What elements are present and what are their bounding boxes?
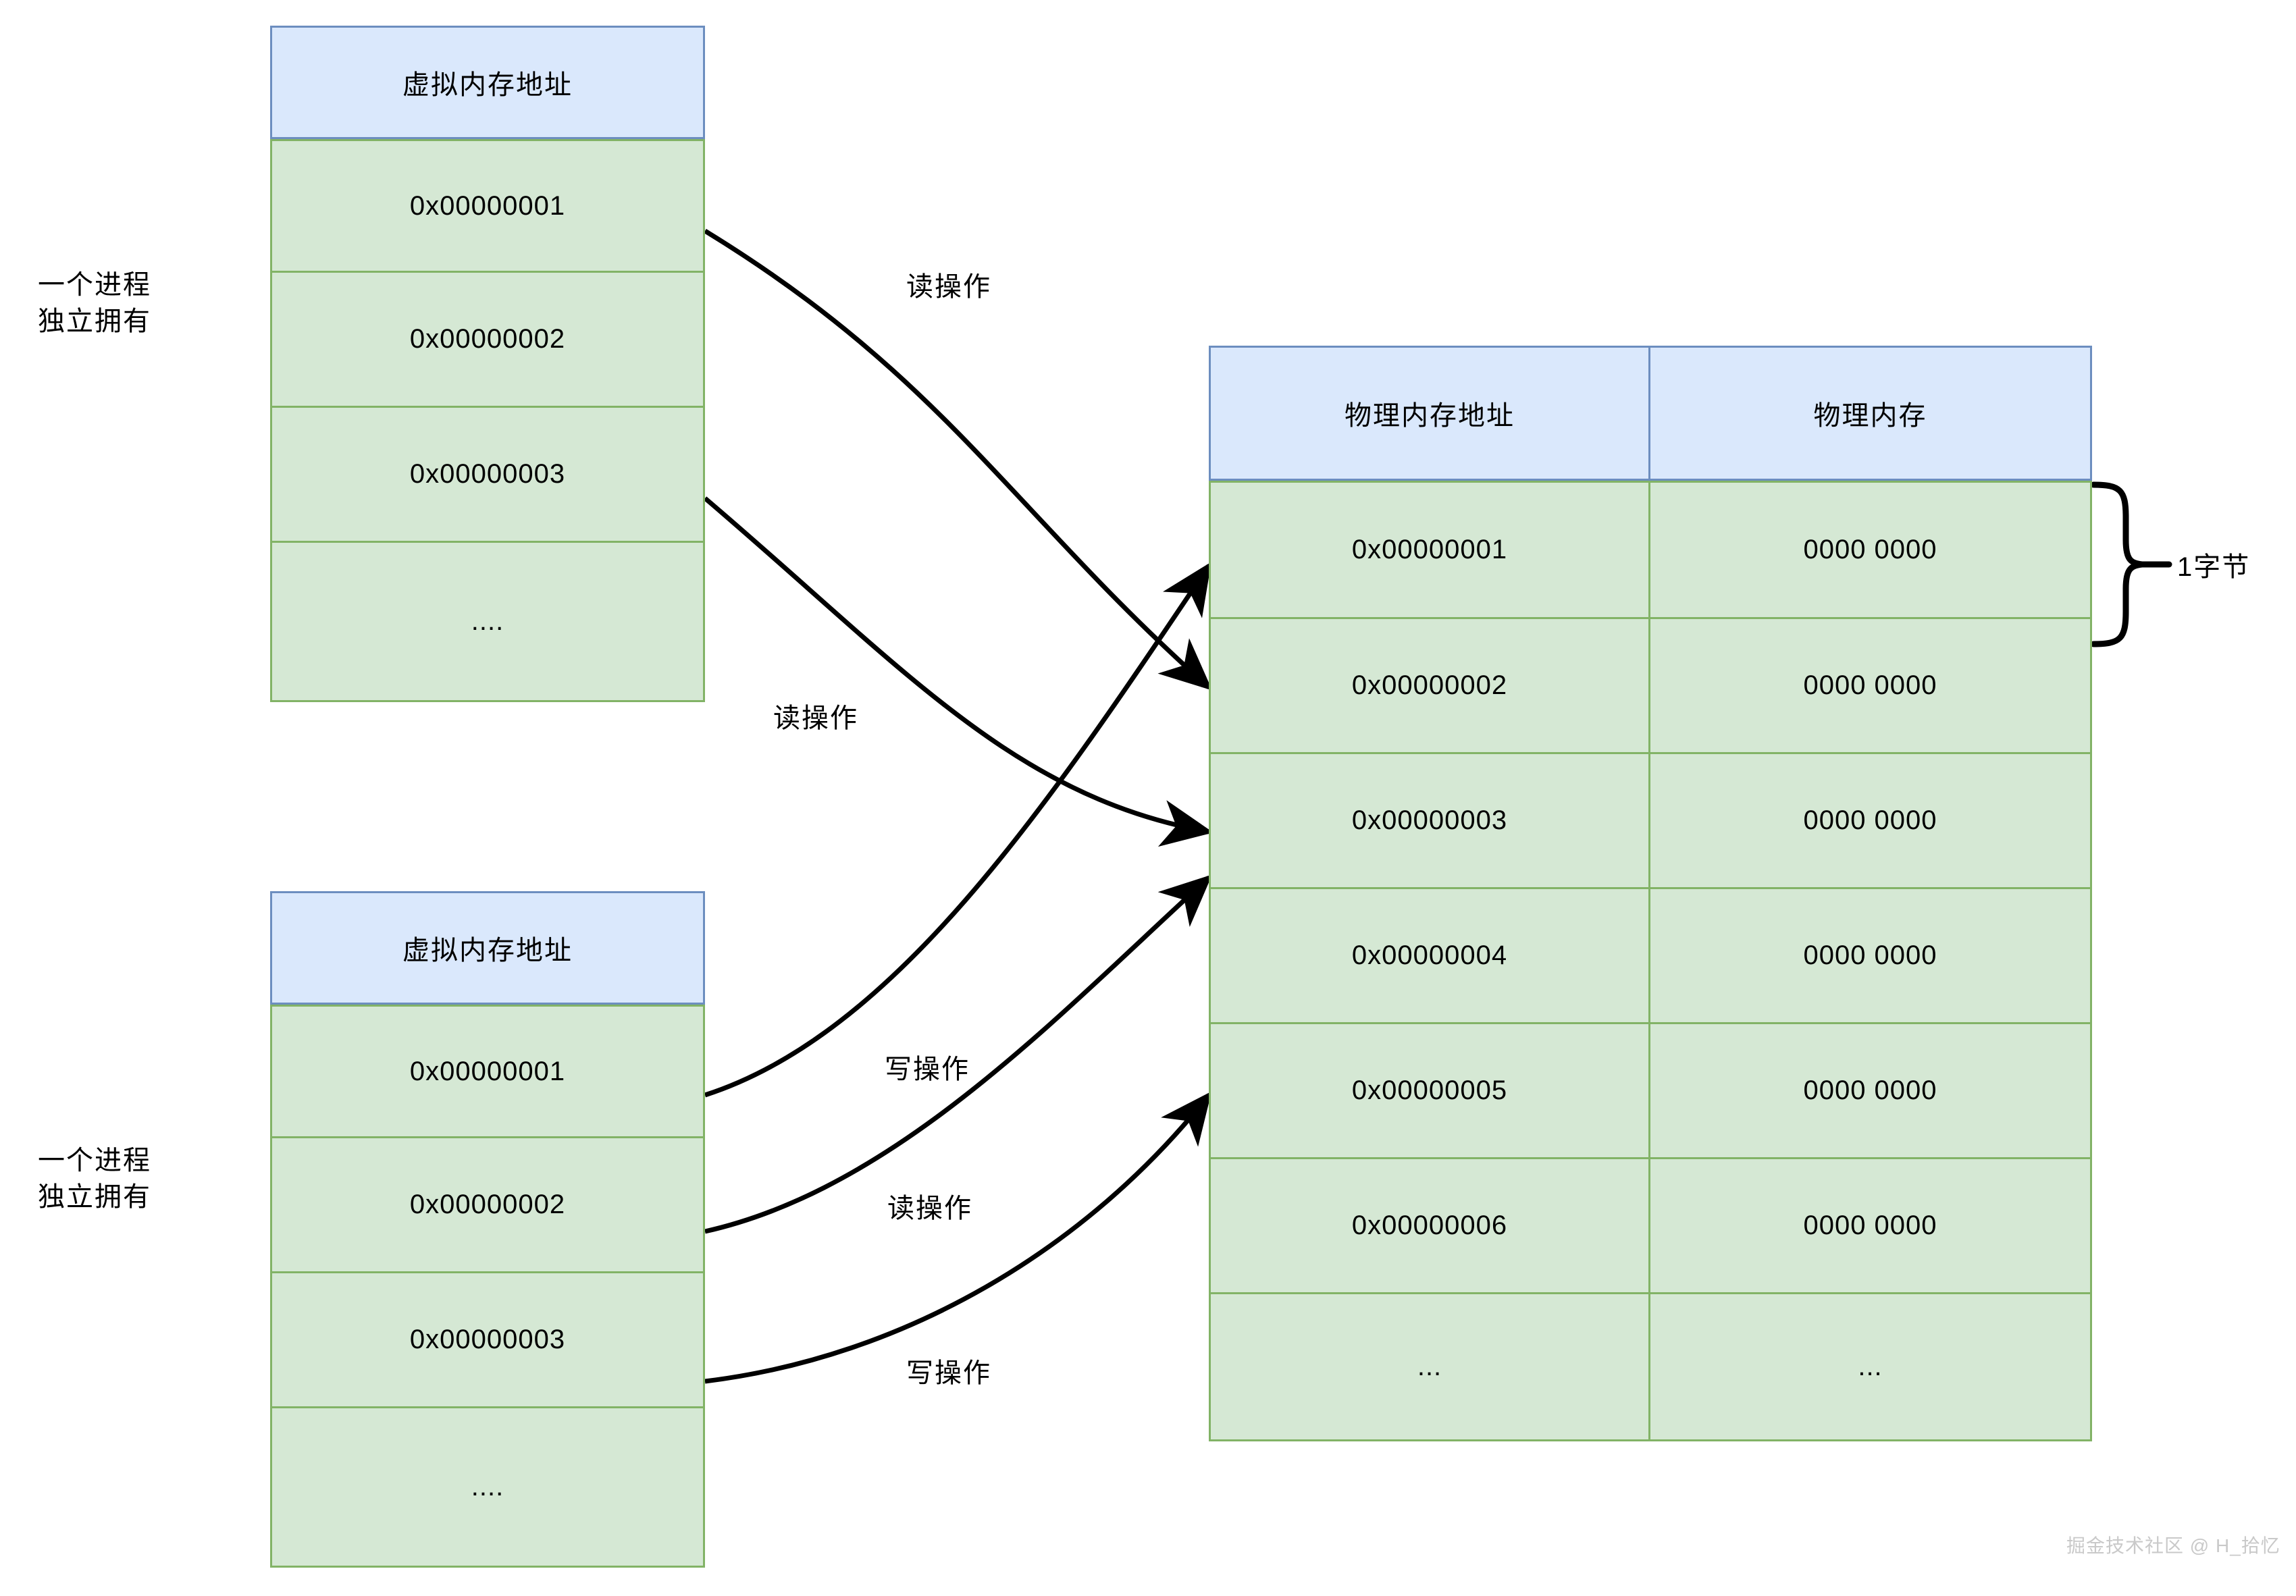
physical-memory-row-5-value: 0000 0000 (1803, 1211, 1937, 1240)
physical-memory-row-6-address: ... (1211, 1294, 1650, 1439)
physical-memory-row-1-address: 0x00000002 (1211, 619, 1650, 752)
physical-memory-row-0[interactable]: 0x00000001 0000 0000 (1209, 481, 2092, 619)
process-one-row-2[interactable]: 0x00000003 (270, 408, 705, 543)
physical-memory-row-0-address: 0x00000001 (1211, 483, 1650, 617)
physical-memory-header-value: 物理内存 (1813, 401, 1927, 431)
byte-brace (2090, 481, 2143, 647)
physical-memory-header-row: 物理内存地址 物理内存 (1209, 346, 2092, 481)
physical-memory-row-4-address: 0x00000005 (1211, 1024, 1650, 1157)
physical-memory-header-address: 物理内存地址 (1211, 348, 1650, 479)
process-two-caption: 一个进程 独立拥有 (38, 1146, 151, 1212)
physical-memory-row-3-value: 0000 0000 (1803, 940, 1937, 970)
process-two-row-1[interactable]: 0x00000002 (270, 1138, 705, 1273)
arrow-write-1 (704, 562, 1211, 1098)
physical-memory-row-3[interactable]: 0x00000004 0000 0000 (1209, 889, 2092, 1024)
physical-memory-row-2-address: 0x00000003 (1211, 754, 1650, 887)
process-two-virtual-memory-table: 虚拟内存地址 0x00000001 0x00000002 0x00000003 … (270, 891, 705, 1568)
process-one-virtual-memory-table: 虚拟内存地址 0x00000001 0x00000002 0x00000003 … (270, 26, 705, 702)
physical-memory-row-5-address: 0x00000006 (1211, 1159, 1650, 1292)
process-one-row-1[interactable]: 0x00000002 (270, 273, 705, 408)
byte-brace-label: 1字节 (2177, 552, 2251, 582)
process-two-row-3[interactable]: .... (270, 1408, 705, 1568)
arrow-read-2 (703, 496, 1214, 847)
process-one-caption: 一个进程 独立拥有 (38, 270, 151, 336)
physical-memory-row-3-address: 0x00000004 (1211, 889, 1650, 1022)
physical-memory-table: 物理内存地址 物理内存 0x00000001 0000 0000 0x00000… (1209, 346, 2092, 1441)
physical-memory-row-5[interactable]: 0x00000006 0000 0000 (1209, 1159, 2092, 1294)
process-two-table-header: 虚拟内存地址 (270, 891, 705, 1005)
process-one-table-header: 虚拟内存地址 (270, 26, 705, 139)
physical-memory-row-2-value: 0000 0000 (1803, 805, 1937, 835)
physical-memory-row-4-value: 0000 0000 (1803, 1075, 1937, 1105)
process-one-row-0[interactable]: 0x00000001 (270, 139, 705, 273)
physical-memory-row-6[interactable]: ... ... (1209, 1294, 2092, 1441)
process-two-row-0[interactable]: 0x00000001 (270, 1005, 705, 1138)
arrow-label-write-1: 写操作 (885, 1055, 970, 1084)
arrow-label-read-2: 读操作 (773, 703, 858, 733)
arrow-label-write-2: 写操作 (906, 1358, 991, 1388)
arrow-label-read-3: 读操作 (887, 1194, 972, 1223)
arrow-label-read-1: 读操作 (906, 272, 991, 302)
physical-memory-row-6-value: ... (1858, 1352, 1883, 1381)
physical-memory-row-1[interactable]: 0x00000002 0000 0000 (1209, 619, 2092, 754)
arrow-write-2 (704, 1091, 1212, 1384)
physical-memory-row-4[interactable]: 0x00000005 0000 0000 (1209, 1024, 2092, 1159)
physical-memory-row-2[interactable]: 0x00000003 0000 0000 (1209, 754, 2092, 889)
process-two-row-2[interactable]: 0x00000003 (270, 1273, 705, 1408)
physical-memory-row-0-value: 0000 0000 (1803, 535, 1937, 564)
watermark: 掘金技术社区 @ H_拾忆 (2066, 1535, 2280, 1556)
physical-memory-row-1-value: 0000 0000 (1803, 670, 1937, 700)
process-one-row-3[interactable]: .... (270, 543, 705, 702)
